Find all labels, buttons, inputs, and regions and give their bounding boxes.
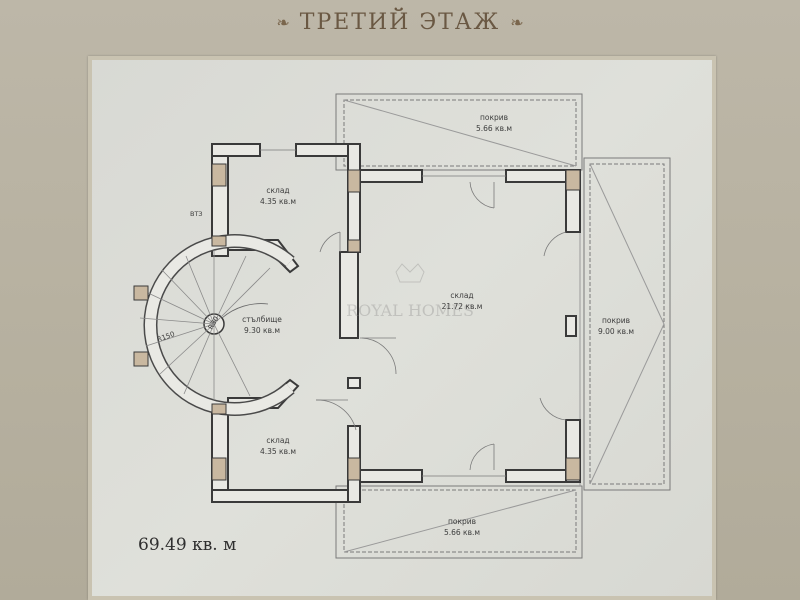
roof-outlines [335, 93, 671, 559]
watermark: ROYAL HOMES [346, 263, 474, 320]
vtz-marker: ВТЗ [190, 210, 203, 218]
floor-plan-sheet [88, 56, 716, 600]
roof-name: покрив [480, 113, 508, 122]
ornament-left-icon: ❧ [276, 12, 290, 32]
room-area: 9.30 кв.м [244, 326, 280, 335]
room-name: склад [266, 436, 289, 445]
roof-name: покрив [602, 316, 630, 325]
room-area: 4.35 кв.м [260, 197, 296, 206]
room-area: 4.35 кв.м [260, 447, 296, 456]
total-area: 69.49 кв. м [138, 535, 237, 555]
room-name: склад [266, 186, 289, 195]
roof-area: 5.66 кв.м [476, 124, 512, 133]
roof-area: 9.00 кв.м [598, 327, 634, 336]
roof-area: 5.66 кв.м [444, 528, 480, 537]
watermark-text: ROYAL HOMES [346, 301, 474, 320]
room-name: склад [450, 291, 473, 300]
door-swings [260, 149, 567, 477]
room-name: стълбище [242, 315, 282, 324]
radius-large-label: R150 [156, 330, 176, 344]
staircase [139, 234, 295, 416]
room-area: 21.72 кв.м [442, 302, 483, 311]
columns [133, 163, 581, 481]
roof-name: покрив [448, 517, 476, 526]
floor-header: ❧ ТРЕТИЙ ЭТАЖ ❧ [0, 4, 800, 40]
floor-title: ТРЕТИЙ ЭТАЖ [299, 9, 501, 35]
ornament-right-icon: ❧ [510, 12, 524, 32]
